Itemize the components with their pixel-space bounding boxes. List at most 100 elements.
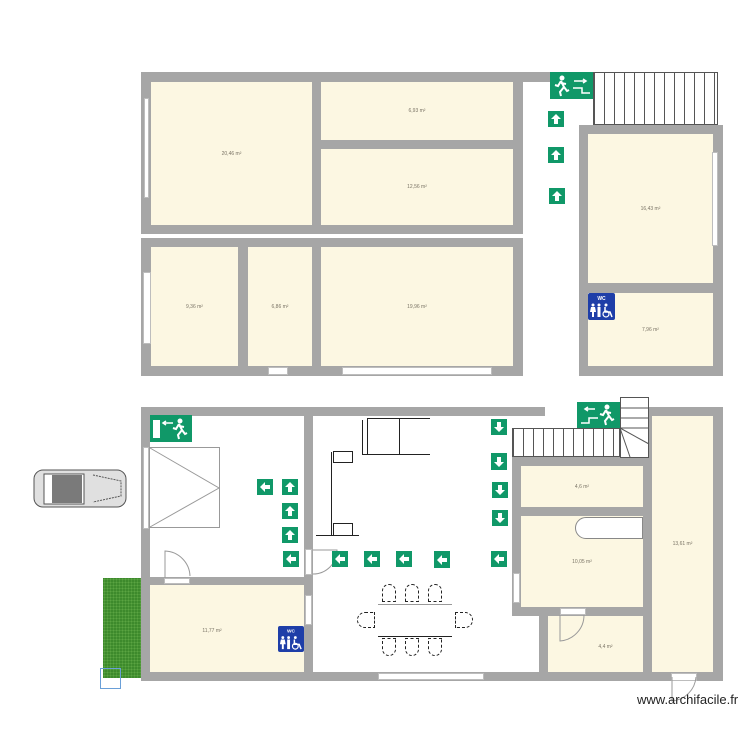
chair [428, 638, 442, 656]
room-area-label: 12,56 m² [407, 184, 427, 190]
wall [513, 72, 523, 234]
door-swing-icon [559, 615, 585, 642]
door-swing-icon [313, 549, 338, 575]
room-area-label: 4,6 m² [574, 483, 590, 490]
wall [579, 125, 588, 376]
counter-edge [316, 535, 359, 536]
door [164, 578, 190, 584]
wall [141, 225, 523, 234]
kitchen-counter [362, 420, 400, 455]
door-swing-icon [164, 550, 191, 578]
exit-door-running-man-icon [153, 418, 188, 439]
room-area-label: 13,61 m² [672, 541, 693, 547]
room: 16,43 m² [588, 134, 713, 283]
garage-door-icon [149, 447, 221, 528]
kitchen-counter [367, 418, 430, 455]
arrow-left-sign [283, 551, 299, 567]
wall [523, 72, 553, 82]
running-man-stairs-icon [580, 404, 614, 426]
emergency-exit-sign [150, 415, 192, 442]
room: 20,46 m² [151, 82, 312, 225]
arrow-up-sign [282, 503, 298, 519]
wall [579, 125, 723, 134]
arrow-up-icon [285, 482, 295, 492]
selection-box [100, 668, 121, 689]
arrow-left-icon [494, 554, 504, 564]
wall [312, 140, 522, 149]
arrow-down-sign [491, 453, 507, 470]
running-man-stairs-icon [554, 75, 590, 96]
dining-table [378, 604, 452, 637]
wc-accessible-sign: WC [278, 626, 304, 652]
arrow-up-sign [548, 147, 564, 163]
wc-accessible-sign: WC [588, 293, 615, 320]
chair [455, 612, 473, 628]
arrow-up-sign [549, 188, 565, 204]
wall [579, 283, 723, 293]
wall [141, 577, 313, 585]
arrow-down-icon [495, 513, 505, 523]
staircase [512, 428, 620, 457]
arrow-up-icon [285, 506, 295, 516]
room: 12,56 m² [321, 149, 513, 225]
room-area-label: 9,36 m² [186, 303, 203, 310]
wall [512, 507, 652, 516]
arrow-up-icon [552, 191, 562, 201]
chair [405, 584, 419, 602]
arrow-left-icon [399, 554, 409, 564]
arrow-left-sign [491, 551, 507, 567]
arrow-down-sign [492, 510, 508, 526]
room-area-label: 4,4 m² [598, 644, 613, 650]
wc-accessible-icon: WC [590, 296, 613, 318]
bathtub [575, 517, 643, 539]
wall [304, 407, 313, 681]
room-area-label: 6,93 m² [408, 108, 426, 114]
room: 6,93 m² [321, 82, 513, 140]
grass-area [103, 578, 141, 678]
room: 4,6 m² [521, 466, 643, 507]
emergency-exit-sign [550, 72, 593, 99]
arrow-up-icon [551, 150, 561, 160]
emergency-exit-sign [577, 402, 620, 428]
room-area-label: 20,46 m² [221, 150, 242, 157]
chair [357, 612, 375, 628]
wall [141, 407, 545, 416]
window [144, 98, 149, 198]
wall [238, 238, 248, 376]
chair [382, 638, 396, 656]
wall [513, 238, 523, 376]
room-area-label: 6,86 m² [271, 303, 289, 310]
arrow-up-icon [285, 530, 295, 540]
room: 13,61 m² [652, 416, 713, 672]
arrow-left-sign [332, 551, 348, 567]
arrow-up-sign [282, 527, 298, 543]
wall [539, 607, 548, 681]
door [305, 549, 312, 575]
sink [333, 451, 353, 463]
wall [141, 238, 523, 247]
wall [141, 407, 150, 681]
window [378, 673, 484, 680]
wall [512, 457, 652, 466]
wall [312, 238, 321, 376]
arrow-down-sign [491, 419, 507, 435]
room: 9,36 m² [151, 247, 238, 366]
car-icon [33, 469, 127, 508]
arrow-left-icon [367, 554, 377, 564]
window [305, 595, 312, 625]
window [143, 272, 151, 344]
room-area-label: 11,77 m² [202, 627, 222, 634]
chair [382, 584, 396, 602]
room: 4,4 m² [548, 616, 643, 672]
wall [643, 407, 652, 681]
watermark[interactable]: www.archifacile.fr [637, 692, 739, 707]
wall [312, 72, 321, 234]
room-area-label: 7,96 m² [642, 326, 659, 333]
window [143, 447, 149, 529]
chair [428, 584, 442, 602]
wall [141, 366, 523, 376]
arrow-left-sign [364, 551, 380, 567]
room: 6,86 m² [248, 247, 312, 366]
wc-accessible-icon: WC [279, 629, 302, 650]
wall [643, 407, 723, 416]
